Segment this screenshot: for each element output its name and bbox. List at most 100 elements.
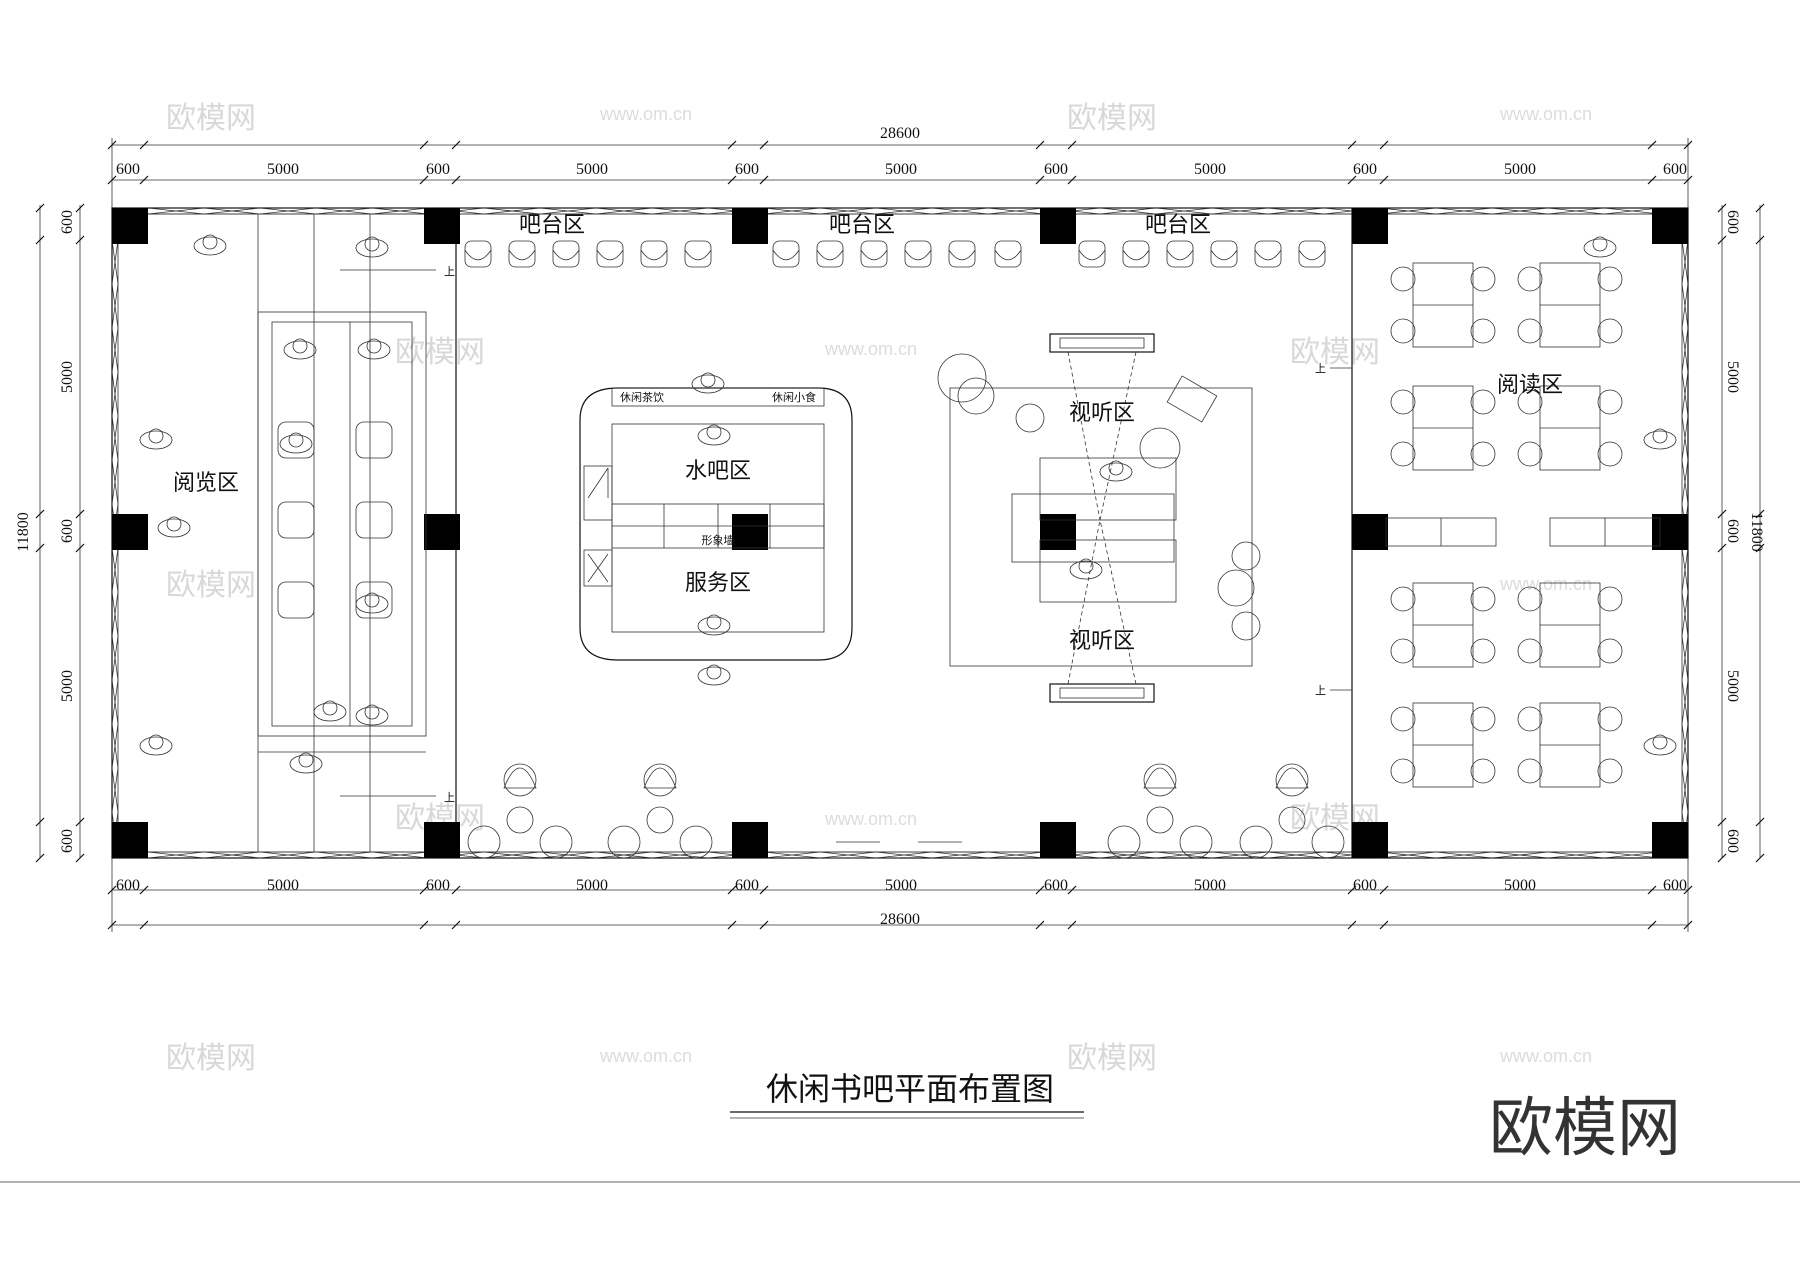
- person-shoulders: [1583, 238, 1617, 258]
- lounge-chair: [1143, 763, 1177, 797]
- dimension-tick: [759, 140, 769, 150]
- truss-line: [1681, 679, 1689, 725]
- chair-back: [596, 249, 624, 261]
- dimension-tick: [1067, 140, 1077, 150]
- reading-chair: [1597, 706, 1623, 732]
- truss-line: [203, 207, 261, 215]
- dimension-bottom-3: 600: [426, 877, 450, 894]
- reading-chair: [1597, 389, 1623, 415]
- column: [1652, 514, 1688, 550]
- dimension-tick: [1683, 140, 1693, 150]
- dimension-bottom-8: 5000: [1194, 877, 1226, 894]
- dimension-tick: [419, 175, 429, 185]
- chair-back: [1122, 249, 1150, 261]
- truss-line: [111, 635, 119, 681]
- truss-line: [1435, 851, 1493, 859]
- lounge-chair: [1239, 825, 1273, 859]
- truss-line: [1681, 371, 1689, 417]
- dimension-tick: [75, 203, 85, 213]
- truss-line: [1099, 207, 1157, 215]
- dimension-top-9: 600: [1353, 161, 1377, 178]
- reading-chair: [1597, 638, 1623, 664]
- drawing-title: 休闲书吧平面布置图: [766, 1070, 1054, 1108]
- truss-line: [819, 207, 877, 215]
- truss-line: [1681, 591, 1689, 637]
- dimension-tick: [35, 509, 45, 519]
- zone-label-av-top: 视听区: [1069, 401, 1135, 426]
- lounge-chair-back: [1143, 767, 1177, 789]
- column: [1352, 208, 1388, 244]
- person-shoulders: [139, 430, 173, 450]
- reading-chair: [1470, 441, 1496, 467]
- dimension-lines: [35, 138, 1765, 932]
- bottom-dimension-labels: 600 5000 600 5000 600 5000 600 5000 600 …: [116, 877, 1687, 894]
- person-head: [1592, 236, 1608, 252]
- dimension-bottom-1: 600: [116, 877, 140, 894]
- cushion-seat: [277, 501, 315, 539]
- dimension-tick: [1379, 175, 1389, 185]
- watermark: 欧模网: [166, 1041, 256, 1076]
- person-shoulders: [691, 374, 725, 394]
- dimension-left-4: 5000: [59, 670, 76, 702]
- column: [1040, 514, 1076, 550]
- chair-seat: [1166, 240, 1194, 268]
- lounge-chair: [467, 825, 501, 859]
- truss-line: [1155, 207, 1213, 215]
- cushion-seat: [355, 421, 393, 459]
- dimension-tick: [1717, 203, 1727, 213]
- dimension-tick: [1683, 920, 1693, 930]
- column: [112, 822, 148, 858]
- column: [732, 822, 768, 858]
- truss-line: [1211, 207, 1269, 215]
- person-shoulders: [139, 736, 173, 756]
- person-head: [364, 592, 380, 608]
- person-head: [706, 424, 722, 440]
- reading-tables: [1390, 262, 1623, 788]
- dimension-bottom-2: 5000: [267, 877, 299, 894]
- person-shoulders: [355, 594, 389, 614]
- wall-truss: [111, 207, 1689, 859]
- dimension-top-2: 5000: [267, 161, 299, 178]
- chair-back: [772, 249, 800, 261]
- lounge-chair: [1275, 763, 1309, 797]
- cushion-seat: [277, 421, 315, 459]
- truss-line: [1603, 851, 1661, 859]
- person-head: [1078, 558, 1094, 574]
- zone-label-bar-1: 吧台区: [519, 213, 585, 238]
- person-head: [706, 614, 722, 630]
- truss-line: [987, 851, 1045, 859]
- dimension-tick: [1347, 175, 1357, 185]
- truss-line: [1681, 635, 1689, 681]
- dimension-tick: [1347, 920, 1357, 930]
- chair-back: [948, 249, 976, 261]
- reading-chair: [1597, 266, 1623, 292]
- dimension-bottom-10: 5000: [1504, 877, 1536, 894]
- truss-line: [875, 851, 933, 859]
- truss-line: [1681, 459, 1689, 505]
- truss-line: [819, 851, 877, 859]
- person-shoulders: [279, 434, 313, 454]
- dimension-tick: [75, 543, 85, 553]
- structural-columns: [112, 208, 1688, 858]
- truss-line: [1547, 851, 1605, 859]
- dimension-right-4: 5000: [1724, 670, 1741, 702]
- dimension-left-3: 600: [59, 519, 76, 543]
- dimension-tick: [1683, 885, 1693, 895]
- watermark-url: www.om.cn: [1499, 574, 1592, 594]
- dimension-tick: [1647, 175, 1657, 185]
- dimension-tick: [1035, 885, 1045, 895]
- person-shoulders: [283, 340, 317, 360]
- dimension-tick: [1647, 885, 1657, 895]
- truss-line: [111, 767, 119, 813]
- lounge-chair-back: [503, 767, 537, 789]
- truss-line: [1681, 283, 1689, 329]
- reading-chair: [1470, 638, 1496, 664]
- truss-line: [111, 679, 119, 725]
- column: [424, 514, 460, 550]
- chair-back: [1298, 249, 1326, 261]
- chair-back: [464, 249, 492, 261]
- chair-back: [816, 249, 844, 261]
- truss-line: [111, 459, 119, 505]
- dimension-bottom-5: 600: [735, 877, 759, 894]
